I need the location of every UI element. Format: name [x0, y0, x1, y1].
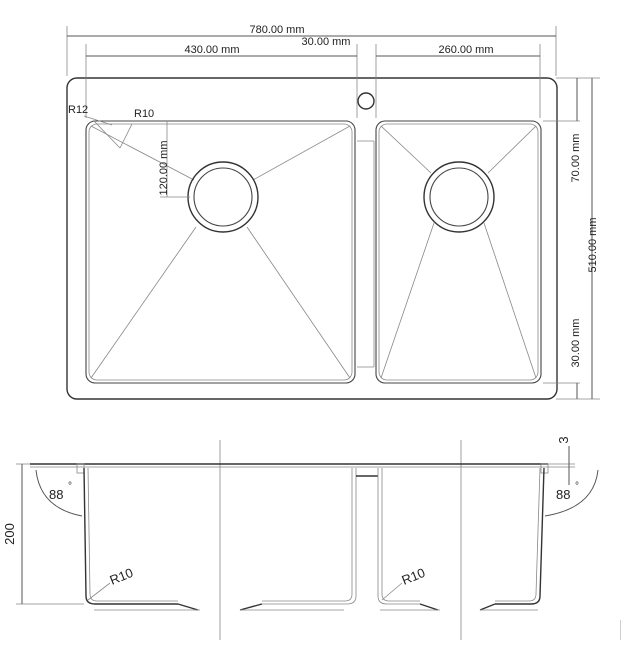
bottom-radius-left-label: R10: [108, 565, 136, 588]
top-view: 780.00 mm 430.00 mm 30.00 mm 260.00 mm 5…: [66, 24, 600, 400]
top-dimensions: 780.00 mm 430.00 mm 30.00 mm 260.00 mm: [66, 24, 557, 118]
drain-offset-label: 120.00 mm: [158, 140, 170, 195]
left-bowl: [85, 120, 356, 384]
right-dimensions: 510.00 mm 70.00 mm 30.00 mm: [543, 77, 600, 400]
height-label: 200: [2, 523, 17, 545]
radius-inner-label: R10: [134, 108, 154, 120]
svg-text:°: °: [68, 481, 72, 492]
faucet-hole: [357, 92, 375, 110]
back-margin-label: 30.00 mm: [570, 319, 582, 368]
side-view: 200 3 88 ° 88 ° R10 R10: [2, 436, 621, 640]
left-drain: [187, 161, 259, 233]
right-bowl-width-label: 260.00 mm: [438, 44, 493, 56]
angle-left-label: 88: [49, 487, 63, 502]
bottom-radius-right-label: R10: [400, 565, 428, 588]
svg-text:°: °: [575, 481, 579, 492]
left-bowl-width-label: 430.00 mm: [184, 44, 239, 56]
right-bowl: [375, 120, 542, 384]
detail-annotations: 120.00 mm R12 R10: [68, 104, 190, 198]
divider-width-label: 30.00 mm: [302, 36, 351, 48]
radius-outer-label: R12: [68, 104, 88, 116]
left-bowl-profile: [83, 467, 357, 611]
overall-width-label: 780.00 mm: [249, 24, 304, 36]
angle-right-label: 88: [556, 487, 570, 502]
overall-depth-label: 510.00 mm: [587, 217, 599, 272]
front-margin-label: 70.00 mm: [570, 134, 582, 183]
right-bowl-profile: [377, 467, 545, 611]
lip-thickness-label: 3: [556, 436, 571, 443]
right-drain: [423, 161, 495, 233]
sink-outline: [66, 77, 558, 400]
